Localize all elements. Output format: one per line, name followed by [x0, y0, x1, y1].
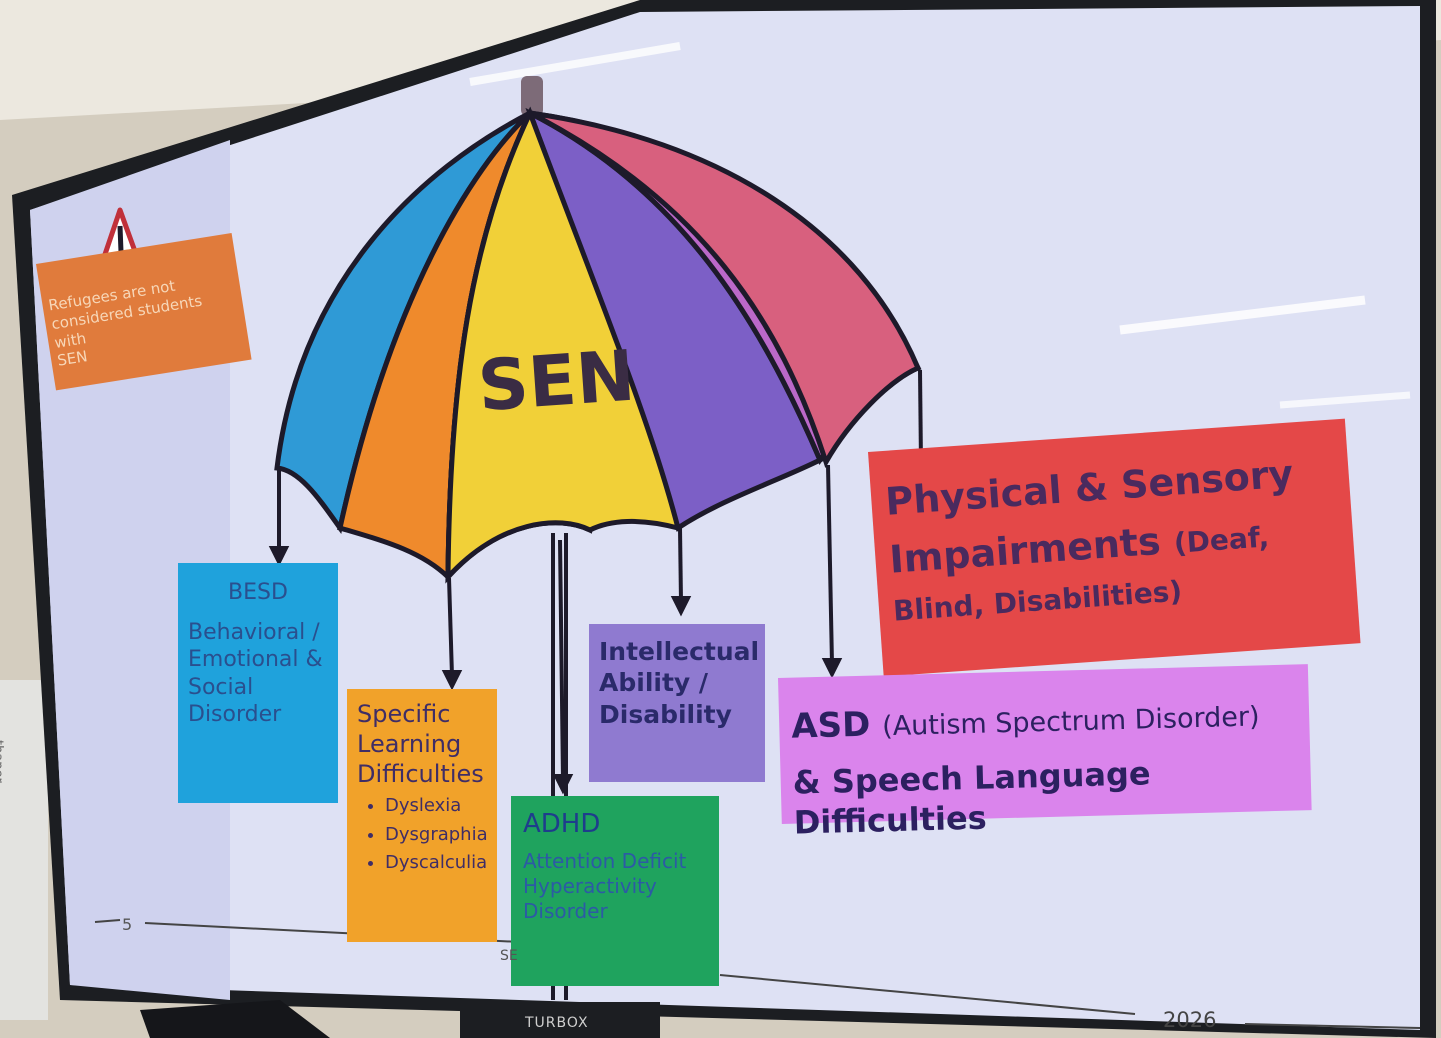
besd-line: Social [188, 674, 254, 700]
footer-line [719, 974, 1136, 1015]
background-box [0, 680, 48, 1020]
monitor-brand-logo: TURBOX [525, 1015, 589, 1031]
umbrella-panel-center [445, 106, 682, 584]
slide-year: 2026 [1163, 1008, 1217, 1032]
sld-line: Specific [357, 700, 451, 728]
category-intellectual: Intellectual Ability / Disability [589, 624, 765, 782]
footer-line-left [94, 919, 121, 923]
glare-line [1119, 295, 1366, 335]
besd-heading: BESD [228, 580, 288, 605]
sld-list: Dyslexia Dysgraphia Dyscalculia [357, 795, 489, 875]
glare-line [469, 42, 681, 86]
sld-list-item: Dyslexia [385, 795, 489, 818]
asd-line-2: & Speech Language Difficulties [792, 753, 1152, 842]
rib-arrows [268, 369, 932, 795]
intellectual-line: Disability [599, 699, 732, 729]
glare-line [1279, 391, 1411, 409]
physical-note: (Deaf, [1172, 519, 1271, 560]
asd-abbr: ASD [790, 704, 871, 747]
intellectual-line: Ability / [599, 668, 709, 698]
category-learning-difficulties: Specific Learning Difficulties Dyslexia … [347, 689, 497, 942]
category-besd: BESD Behavioral / Emotional & Social Dis… [178, 563, 338, 803]
asd-line-1: ASD (Autism Spectrum Disorder) [791, 692, 1298, 748]
monitor-stand [140, 1000, 330, 1038]
sld-line: Difficulties [357, 760, 484, 788]
sld-line: Learning [357, 730, 462, 758]
besd-line: Disorder [188, 702, 282, 727]
asd-full: (Autism Spectrum Disorder) [881, 701, 1260, 743]
category-asd: ASD (Autism Spectrum Disorder) & Speech … [778, 664, 1312, 841]
adhd-line: Disorder [523, 898, 608, 923]
sld-list-item: Dyscalculia [385, 852, 489, 875]
sld-list-item: Dysgraphia [385, 824, 489, 847]
adhd-line: Attention Deficit [523, 848, 687, 873]
monitor-bottom-bezel [460, 1002, 660, 1038]
adhd-heading: ADHD [523, 809, 601, 839]
umbrella-tip [521, 76, 543, 116]
footer-line-right [1244, 1023, 1421, 1029]
besd-line: Emotional & [188, 647, 323, 672]
umbrella-title: SEN [475, 334, 638, 428]
category-adhd: ADHD Attention Deficit Hyperactivity Dis… [511, 796, 719, 986]
footer-partial-text: SE [500, 948, 518, 964]
intellectual-line: Intellectual [599, 637, 760, 666]
physical-impairments: Impairments [887, 518, 1162, 582]
slide-page-number: 5 [122, 915, 133, 934]
umbrella-panel-pink [528, 110, 922, 469]
background-box-label: thaper [0, 740, 5, 783]
category-physical-sensory: Physical & Sensory Impairments (Deaf, Bl… [868, 418, 1361, 677]
besd-line: Behavioral / [188, 619, 320, 645]
adhd-line: Hyperactivity [523, 873, 657, 898]
